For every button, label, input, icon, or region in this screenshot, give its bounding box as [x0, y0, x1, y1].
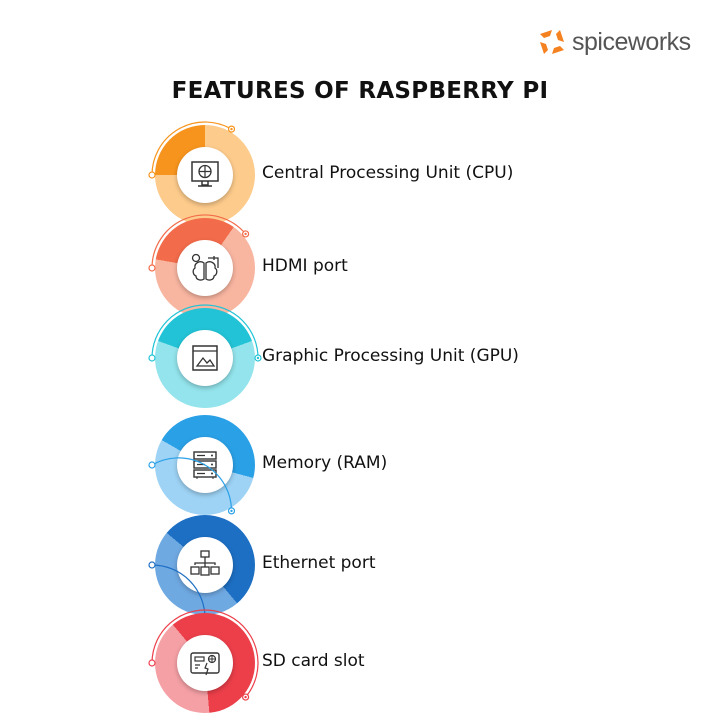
- decorative-arc: [148, 457, 236, 515]
- feature-item: Central Processing Unit (CPU): [148, 120, 710, 230]
- feature-item: HDMI port: [148, 213, 710, 323]
- sd-card-icon: [190, 652, 220, 676]
- icon-circle: [177, 635, 233, 691]
- icon-circle: [177, 330, 233, 386]
- network-hierarchy-icon: [190, 550, 220, 576]
- feature-ring: [155, 218, 255, 318]
- monitor-globe-icon: [191, 161, 219, 187]
- decorative-arc: [148, 121, 236, 179]
- feature-ring: [155, 308, 255, 408]
- arc-start-dot: [148, 461, 156, 469]
- image-window-icon: [192, 345, 218, 371]
- arc-start-dot: [148, 171, 156, 179]
- feature-ring: [155, 613, 255, 713]
- feature-label: SD card slot: [262, 651, 365, 671]
- arc-start-dot: [148, 264, 156, 272]
- page-title: FEATURES OF RASPBERRY PI: [171, 78, 549, 104]
- decorative-arc: [148, 214, 250, 272]
- spiceworks-swirl-icon: [540, 30, 564, 54]
- feature-label: Memory (RAM): [262, 453, 388, 473]
- decorative-arc: [148, 304, 262, 362]
- feature-ring: [155, 125, 255, 225]
- feature-ring: [155, 515, 255, 615]
- decorative-arc: [148, 561, 209, 622]
- icon-circle: [177, 240, 233, 296]
- feature-item: SD card slot: [148, 608, 710, 718]
- server-stack-icon: [193, 451, 217, 479]
- feature-label: Ethernet port: [262, 553, 376, 573]
- brain-plug-icon: [191, 253, 219, 281]
- arc-start-dot: [148, 354, 156, 362]
- feature-label: Central Processing Unit (CPU): [262, 163, 514, 183]
- feature-item: Memory (RAM): [148, 410, 710, 520]
- decorative-arc: [148, 609, 259, 701]
- icon-circle: [177, 537, 233, 593]
- feature-label: Graphic Processing Unit (GPU): [262, 346, 519, 366]
- icon-circle: [177, 147, 233, 203]
- feature-item: Ethernet port: [148, 510, 710, 622]
- spiceworks-logo: spiceworks: [536, 26, 691, 58]
- arc-start-dot: [148, 659, 156, 667]
- feature-label: HDMI port: [262, 256, 348, 276]
- feature-item: Graphic Processing Unit (GPU): [148, 303, 710, 413]
- brand-name: spiceworks: [572, 27, 691, 56]
- arc-start-dot: [148, 561, 156, 569]
